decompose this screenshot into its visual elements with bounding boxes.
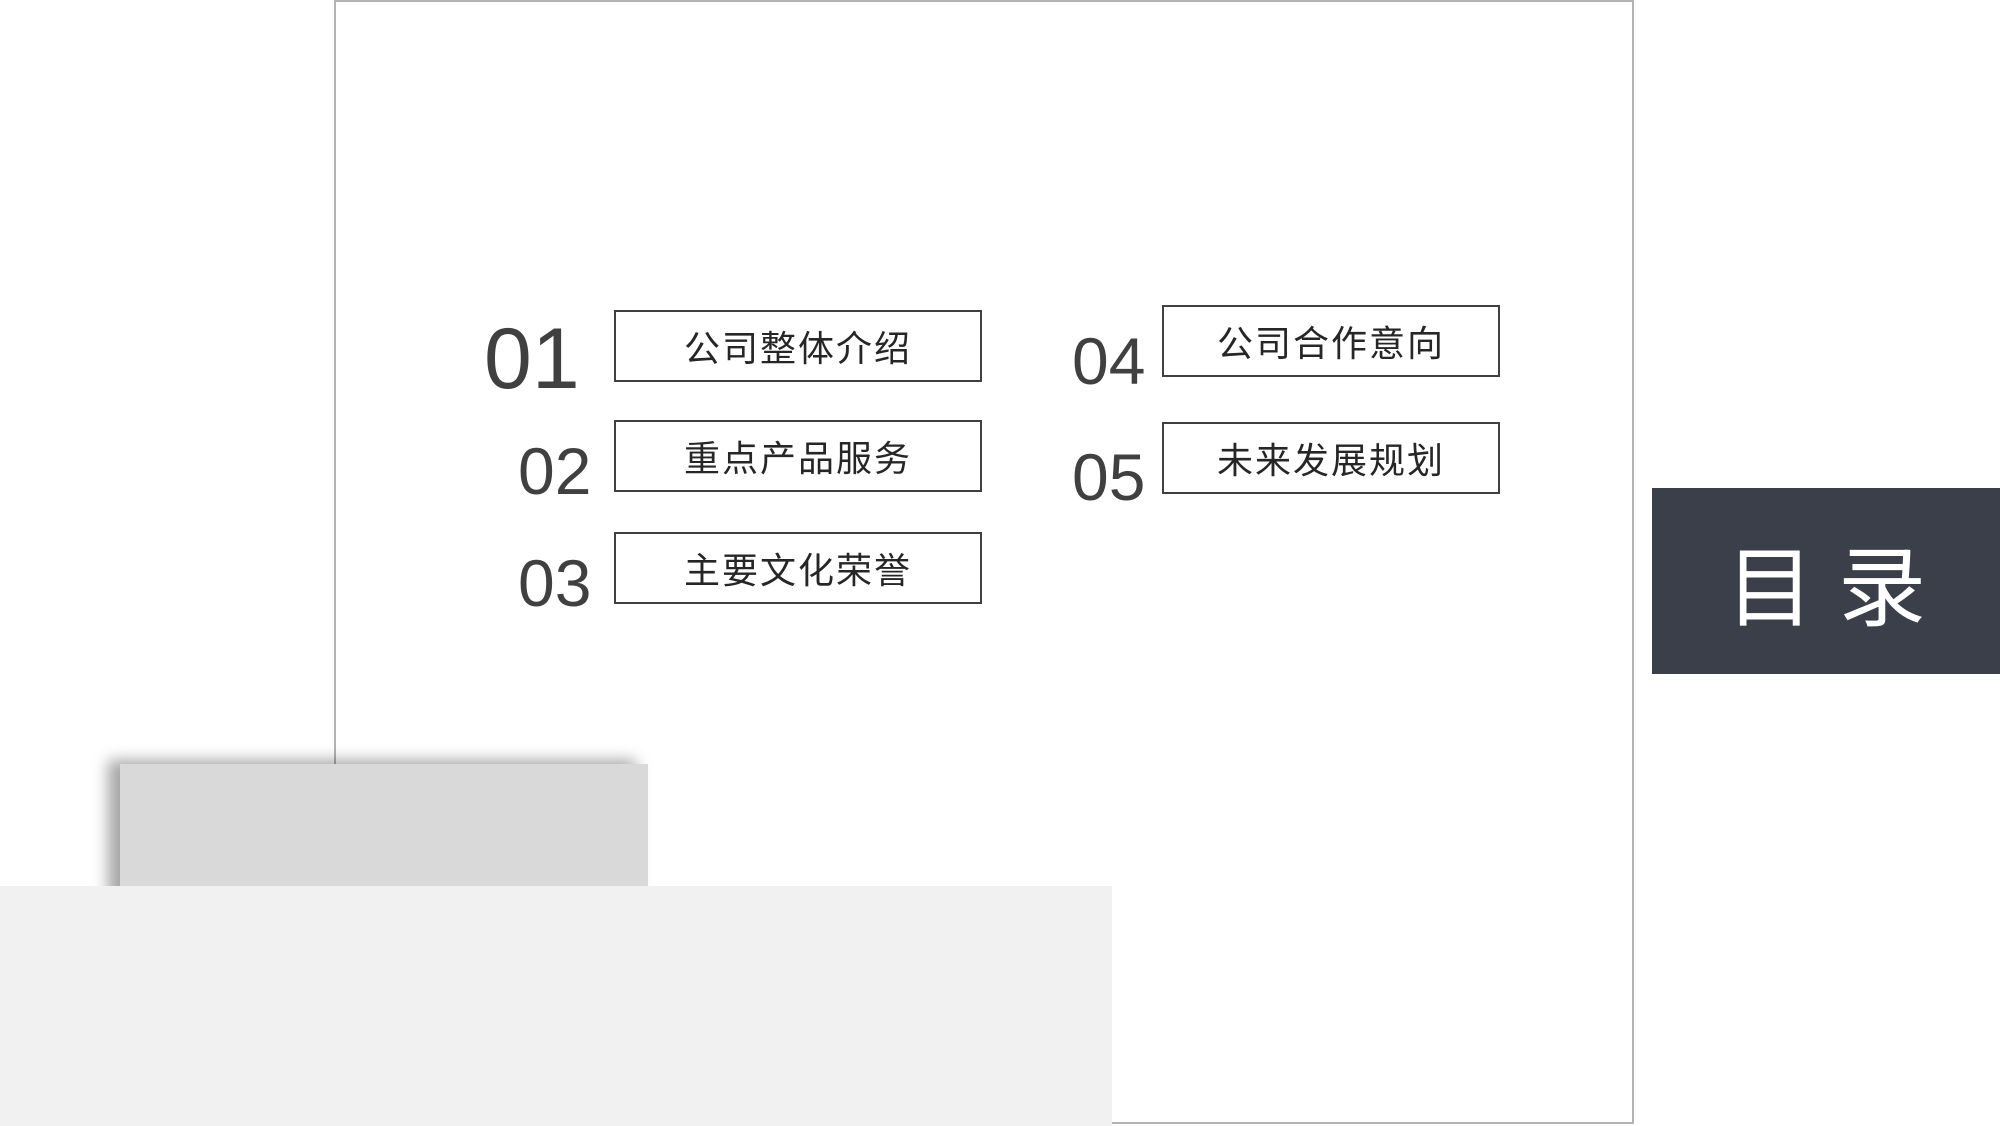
- item-number-04: 04: [1072, 324, 1146, 398]
- toc-item-label: 公司合作意向: [1216, 324, 1445, 365]
- decorative-bottom-band: [0, 886, 1112, 1126]
- item-number-05: 05: [1072, 440, 1146, 514]
- toc-item-03[interactable]: 主要文化荣誉: [614, 532, 982, 604]
- toc-item-05[interactable]: 未来发展规划: [1162, 422, 1500, 494]
- toc-item-04[interactable]: 公司合作意向: [1162, 305, 1500, 377]
- item-number-02: 02: [518, 434, 592, 508]
- toc-item-label: 未来发展规划: [1216, 441, 1445, 482]
- toc-item-label: 主要文化荣誉: [683, 551, 912, 592]
- title-block: 目录: [1652, 488, 2000, 674]
- toc-item-01[interactable]: 公司整体介绍: [614, 310, 982, 382]
- item-number-01: 01: [484, 311, 580, 407]
- toc-item-label: 重点产品服务: [683, 439, 912, 480]
- item-number-03: 03: [518, 546, 592, 620]
- toc-item-02[interactable]: 重点产品服务: [614, 420, 982, 492]
- toc-item-label: 公司整体介绍: [683, 329, 912, 370]
- page-title: 目录: [1725, 536, 1950, 640]
